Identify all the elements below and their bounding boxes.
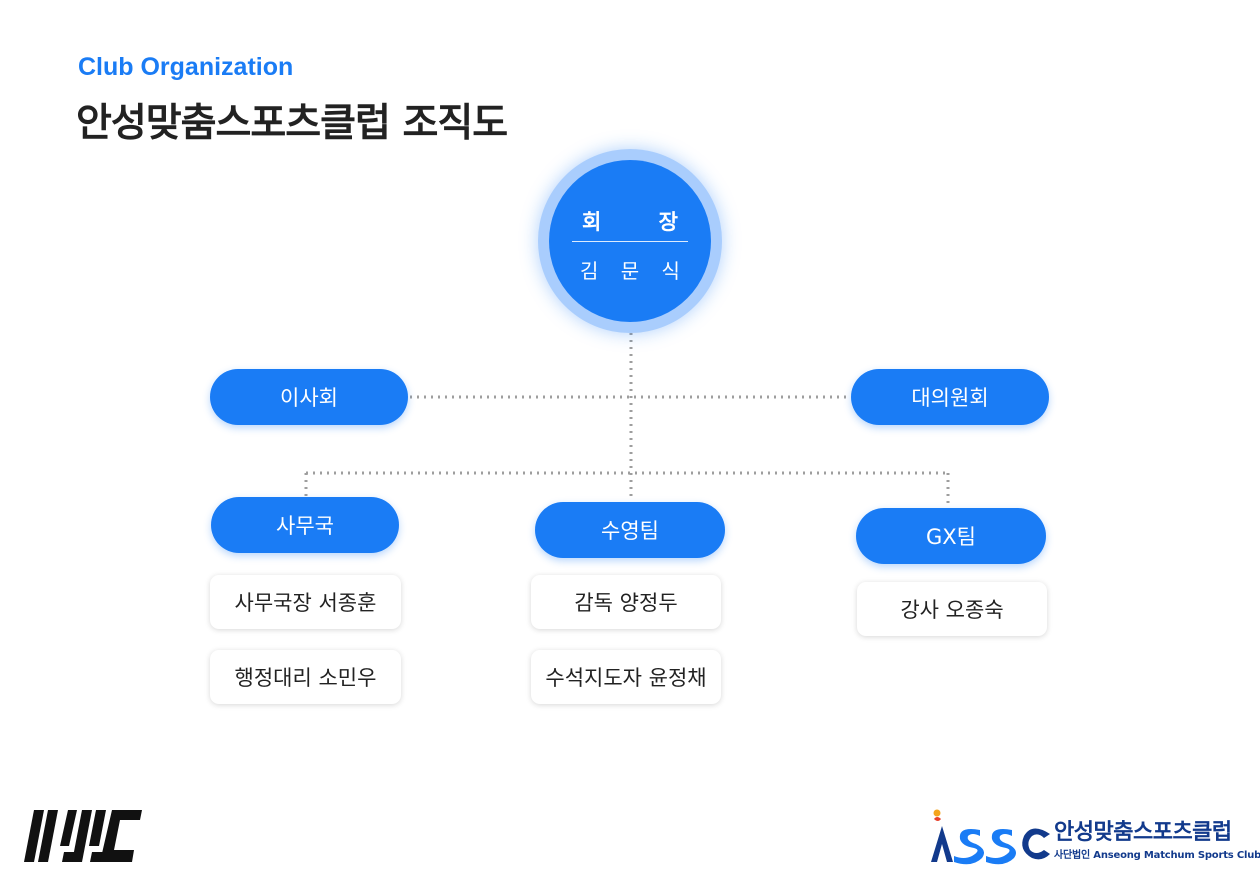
chairman-node: 회 장 김 문 식 (549, 160, 711, 322)
chairman-role: 회 장 (572, 206, 688, 236)
member-card: 수석지도자 윤정채 (531, 650, 721, 704)
assc-logo-icon (931, 809, 1050, 865)
gx-node: GX팀 (856, 508, 1046, 564)
member-card: 사무국장 서종훈 (210, 575, 401, 629)
chairman-role-char: 회 (582, 210, 602, 234)
mmc-stripes-logo-icon (24, 810, 142, 862)
office-node: 사무국 (211, 497, 399, 553)
member-card: 행정대리 소민우 (210, 650, 401, 704)
member-card: 강사 오종숙 (857, 582, 1047, 636)
page-title: 안성맞춤스포츠클럽 조직도 (76, 101, 508, 146)
chairman-divider (572, 241, 688, 242)
assc-logo: 안성맞춤스포츠클럽 사단법인 Anseong Matchum Sports Cl… (928, 806, 1260, 868)
chairman-role-char: 장 (658, 210, 678, 234)
assc-logo-name: 안성맞춤스포츠클럽 (1054, 820, 1232, 845)
swimming-node: 수영팀 (535, 502, 725, 558)
chairman-name: 김 문 식 (580, 259, 688, 283)
delegates-node: 대의원회 (851, 369, 1049, 425)
assc-logo-subtitle: 사단법인 Anseong Matchum Sports Club (1054, 850, 1260, 861)
page-subtitle: Club Organization (78, 53, 294, 81)
board-node: 이사회 (210, 369, 408, 425)
member-card: 감독 양정두 (531, 575, 721, 629)
